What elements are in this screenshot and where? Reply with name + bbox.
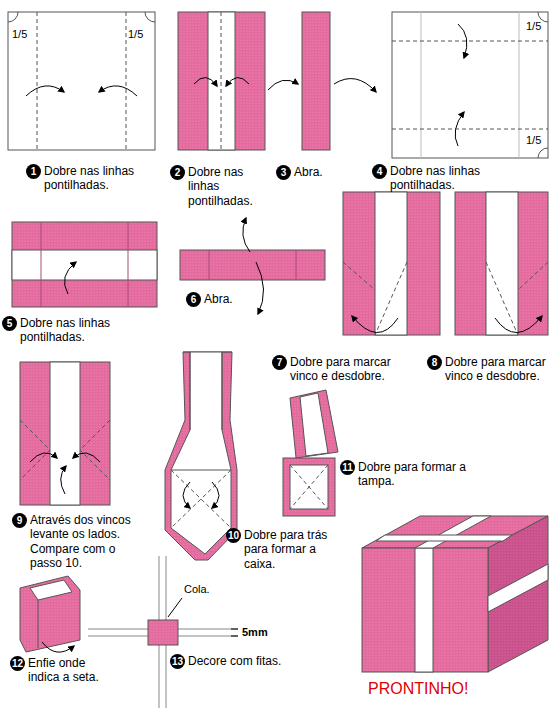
step: 9Através dos vincos levante os lados. Co… bbox=[12, 513, 142, 571]
step-number: 13 bbox=[170, 654, 185, 669]
step: 13Decore com fitas. bbox=[170, 654, 298, 669]
fraction-mark: 1/5 bbox=[128, 28, 143, 40]
final-title: PRONTINHO! bbox=[368, 680, 468, 698]
step: 2Dobre nas linhas pontilhadas. bbox=[170, 165, 258, 208]
step-number: 11 bbox=[340, 460, 355, 475]
step-instruction: Através dos vincos levante os lados. Com… bbox=[30, 513, 142, 571]
fraction-mark: 1/5 bbox=[526, 20, 541, 32]
step-instruction: Abra. bbox=[294, 165, 344, 179]
step: 1Dobre nas linhas pontilhadas. bbox=[26, 164, 144, 193]
step-instruction: Dobre nas linhas pontilhadas. bbox=[188, 165, 258, 208]
annotation: Cola. bbox=[184, 583, 210, 595]
step-instruction: Dobre nas linhas pontilhadas. bbox=[44, 164, 144, 193]
step: 5Dobre nas linhas pontilhadas. bbox=[2, 316, 130, 345]
step-number: 3 bbox=[276, 165, 291, 180]
fraction-mark: 1/5 bbox=[12, 28, 27, 40]
step-number: 10 bbox=[226, 528, 241, 543]
step-number: 6 bbox=[186, 292, 201, 307]
step-number: 8 bbox=[427, 355, 442, 370]
step-number: 7 bbox=[272, 355, 287, 370]
step-number: 5 bbox=[2, 316, 17, 331]
step-instruction: Decore com fitas. bbox=[188, 654, 298, 668]
step-number: 2 bbox=[170, 165, 185, 180]
step-number: 4 bbox=[372, 164, 387, 179]
step-instruction: Enfie onde indica a seta. bbox=[28, 656, 120, 685]
step-instruction: Dobre nas linhas pontilhadas. bbox=[20, 316, 130, 345]
step: 4Dobre nas linhas pontilhadas. bbox=[372, 164, 500, 193]
step-number: 12 bbox=[10, 656, 25, 671]
step: 10Dobre para trás para formar a caixa. bbox=[226, 528, 340, 571]
step: 11Dobre para formar a tampa. bbox=[340, 460, 470, 489]
annotation: 5mm bbox=[242, 626, 268, 638]
step: 3Abra. bbox=[276, 165, 344, 180]
step-instruction: Dobre para marcar vinco e desdobre. bbox=[445, 355, 551, 384]
step-number: 1 bbox=[26, 164, 41, 179]
step-number: 9 bbox=[12, 513, 27, 528]
step-instruction: Abra. bbox=[204, 292, 254, 306]
step: 6Abra. bbox=[186, 292, 254, 307]
step: 12Enfie onde indica a seta. bbox=[10, 656, 120, 685]
step-instruction: Dobre para formar a tampa. bbox=[358, 460, 470, 489]
step-instruction: Dobre nas linhas pontilhadas. bbox=[390, 164, 500, 193]
step-instruction: Dobre para marcar vinco e desdobre. bbox=[290, 355, 396, 384]
fraction-mark: 1/5 bbox=[526, 134, 541, 146]
step: 8Dobre para marcar vinco e desdobre. bbox=[427, 355, 551, 384]
step-instruction: Dobre para trás para formar a caixa. bbox=[244, 528, 340, 571]
step: 7Dobre para marcar vinco e desdobre. bbox=[272, 355, 396, 384]
